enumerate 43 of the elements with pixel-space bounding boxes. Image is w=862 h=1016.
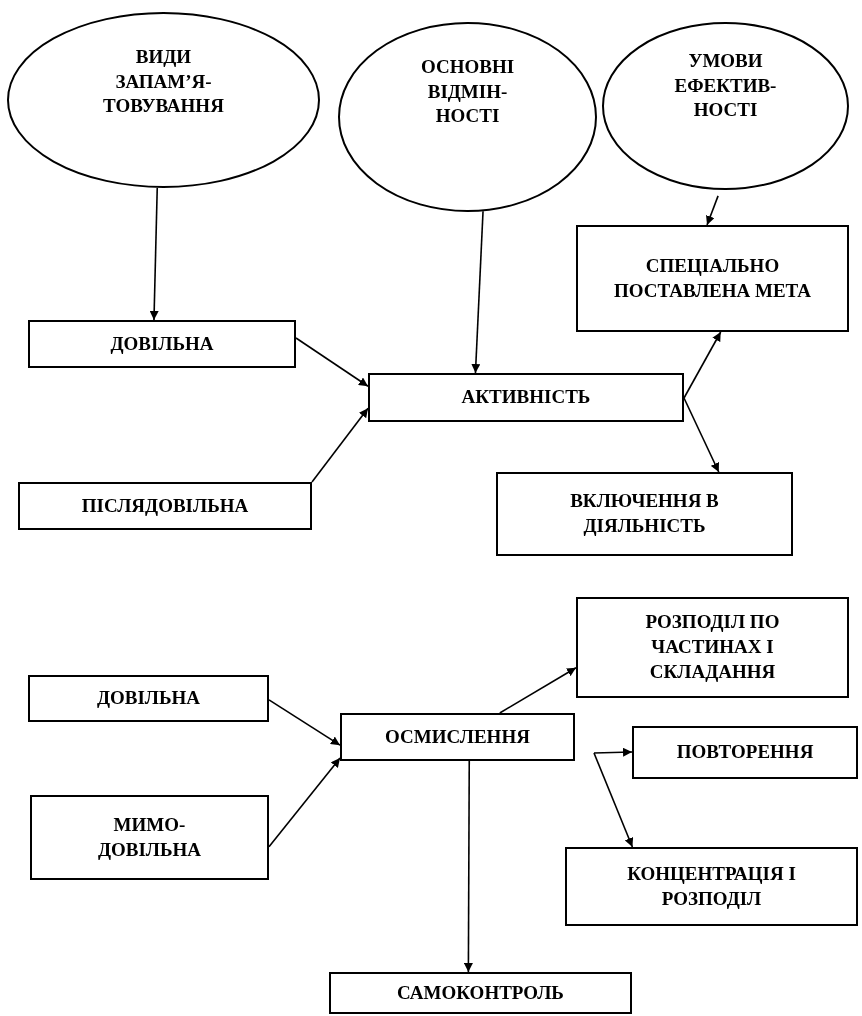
arrow bbox=[463, 760, 473, 973]
node-label: УМОВИ ЕФЕКТИВ-НОСТІ bbox=[673, 48, 778, 123]
concept-box bbox=[340, 713, 575, 761]
concept-box bbox=[30, 795, 269, 880]
node-label: ДОВІЛЬНА bbox=[109, 331, 215, 356]
node-label: КОНЦЕНТРАЦІЯ І РОЗПОДІЛ bbox=[626, 861, 797, 911]
node-label: ОСМИСЛЕННЯ bbox=[384, 724, 531, 749]
node-label: ПОВТОРЕННЯ bbox=[675, 740, 815, 765]
arrow bbox=[295, 337, 369, 388]
concept-box bbox=[28, 320, 296, 368]
node-label: ДОВІЛЬНА bbox=[95, 686, 202, 711]
concept-box bbox=[368, 373, 684, 422]
arrow bbox=[268, 699, 341, 746]
concept-box bbox=[565, 847, 858, 926]
node-label: ВКЛЮЧЕННЯ В ДІЯЛЬНІСТЬ bbox=[569, 489, 720, 538]
arrow bbox=[471, 210, 484, 374]
concept-box bbox=[28, 675, 269, 722]
concept-ellipse bbox=[7, 12, 320, 188]
concept-box bbox=[329, 972, 632, 1014]
node-label: ПІСЛЯДОВІЛЬНА bbox=[80, 493, 250, 518]
arrow bbox=[268, 757, 341, 848]
concept-box bbox=[576, 225, 849, 332]
concept-ellipse bbox=[602, 22, 849, 190]
node-label: САМОКОНТРОЛЬ bbox=[396, 980, 565, 1005]
arrow bbox=[683, 331, 722, 399]
concept-box bbox=[18, 482, 312, 530]
concept-box bbox=[576, 597, 849, 698]
arrow bbox=[499, 666, 577, 714]
node-label: РОЗПОДІЛ ПО ЧАСТИНАХ І СКЛАДАННЯ bbox=[644, 610, 781, 684]
concept-box bbox=[632, 726, 858, 779]
arrow bbox=[683, 397, 720, 473]
node-label: ВИДИ ЗАПАМ’Я-ТОВУВАННЯ bbox=[102, 44, 225, 119]
arrow bbox=[311, 407, 369, 483]
node-label: СПЕЦІАЛЬНО ПОСТАВЛЕНА МЕТА bbox=[612, 253, 812, 303]
concept-box bbox=[496, 472, 793, 556]
arrow bbox=[149, 187, 159, 321]
node-label: АКТИВНІСТЬ bbox=[460, 385, 592, 410]
concept-ellipse bbox=[338, 22, 597, 212]
arrow bbox=[593, 752, 634, 848]
node-label: ОСНОВНІ ВІДМІН-НОСТІ bbox=[419, 54, 516, 129]
arrow bbox=[593, 747, 633, 757]
node-label: МИМО-ДОВІЛЬНА bbox=[96, 812, 203, 862]
arrow bbox=[706, 195, 719, 226]
